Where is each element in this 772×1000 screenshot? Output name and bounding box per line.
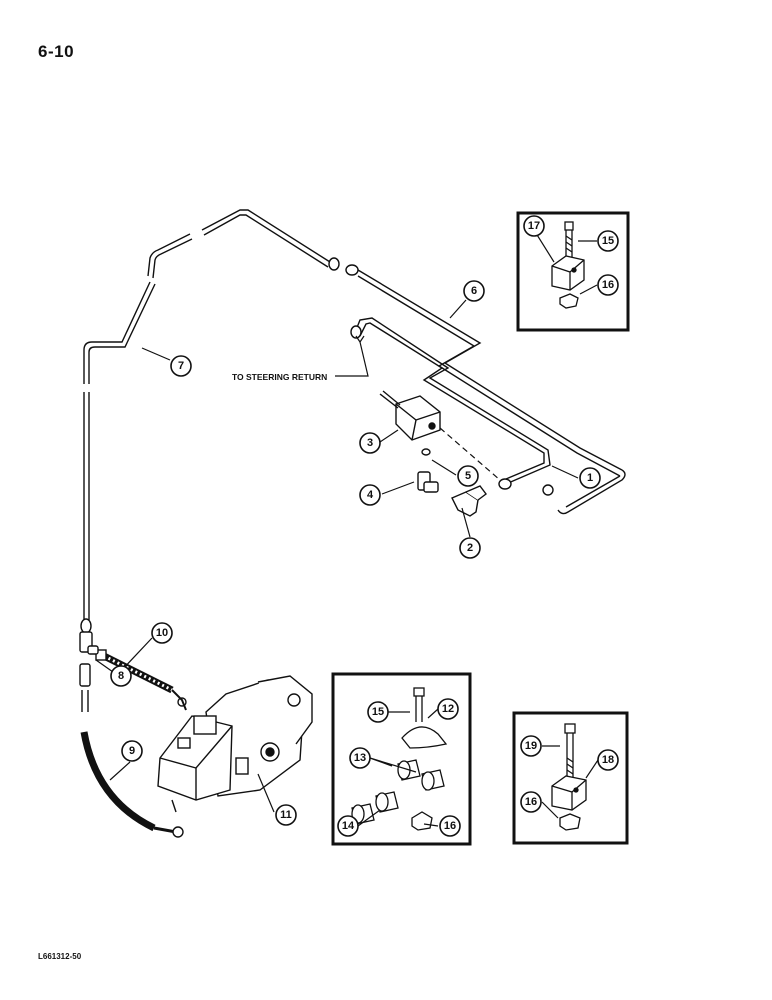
o-ring-seal <box>421 448 431 456</box>
callout-17: 17 <box>523 215 545 237</box>
callout-8: 8 <box>110 665 132 687</box>
svg-text:15: 15 <box>372 706 384 718</box>
figure-code: L661312-50 <box>38 952 82 961</box>
callout-11: 11 <box>275 804 297 826</box>
tube-6-end-nut <box>542 484 554 496</box>
elbow-fitting-2 <box>451 485 487 517</box>
svg-text:18: 18 <box>602 754 614 766</box>
svg-text:16: 16 <box>525 796 537 808</box>
callout-6: 6 <box>463 280 485 302</box>
callout-9: 9 <box>121 740 143 762</box>
svg-text:7: 7 <box>178 360 184 372</box>
steering-return-leader <box>335 341 369 377</box>
tube-1-end-nut <box>498 478 512 490</box>
callout-1: 1 <box>579 467 601 489</box>
callout-3: 3 <box>359 432 381 454</box>
callout-12: 12 <box>437 698 459 720</box>
svg-text:9: 9 <box>129 745 135 757</box>
callout-15-bracket: 15 <box>597 230 619 252</box>
callout-19: 19 <box>520 735 542 757</box>
callout-5: 5 <box>457 465 479 487</box>
tube-1 <box>355 317 551 485</box>
svg-text:13: 13 <box>354 752 366 764</box>
callout-4: 4 <box>359 484 381 506</box>
hydraulic-pump <box>157 675 313 813</box>
svg-text:2: 2 <box>467 542 473 554</box>
svg-text:5: 5 <box>465 470 471 482</box>
tee-fitting-8 <box>79 631 99 712</box>
callout-18: 18 <box>597 749 619 771</box>
relief-valve <box>379 390 441 441</box>
steering-return-label: TO STEERING RETURN <box>232 372 327 382</box>
callout-10: 10 <box>151 622 173 644</box>
svg-text:12: 12 <box>442 703 454 715</box>
tube-7-nut <box>328 257 340 271</box>
svg-text:1: 1 <box>587 472 593 484</box>
callout-16-lower-bracket: 16 <box>520 791 542 813</box>
hose-10 <box>95 649 187 711</box>
svg-text:8: 8 <box>118 670 124 682</box>
inset-bracket-bottom <box>512 711 629 845</box>
svg-text:16: 16 <box>444 820 456 832</box>
svg-text:19: 19 <box>525 740 537 752</box>
svg-text:11: 11 <box>280 809 292 821</box>
tube-7-fitting <box>80 618 92 634</box>
callout-16-clamp: 16 <box>439 815 461 837</box>
hose-9 <box>80 731 184 838</box>
svg-text:15: 15 <box>602 235 614 247</box>
leader-lines <box>95 229 599 827</box>
svg-text:6: 6 <box>471 285 477 297</box>
svg-text:10: 10 <box>156 627 168 639</box>
tube-1-nut <box>350 325 362 339</box>
tube-6-nut <box>345 264 359 276</box>
valve-alignment-line <box>439 427 501 481</box>
callout-2: 2 <box>459 537 481 559</box>
svg-text:14: 14 <box>342 820 355 832</box>
svg-text:17: 17 <box>528 220 540 232</box>
callout-13: 13 <box>349 747 371 769</box>
svg-text:4: 4 <box>367 489 374 501</box>
callout-14: 14 <box>337 815 359 837</box>
page-number: 6-10 <box>38 42 75 61</box>
tube-7 <box>83 209 331 620</box>
callout-15-clamp: 15 <box>367 701 389 723</box>
callout-16-bracket: 16 <box>597 274 619 296</box>
svg-text:3: 3 <box>367 437 373 449</box>
elbow-fitting-4 <box>417 471 439 493</box>
callout-7: 7 <box>170 355 192 377</box>
svg-text:16: 16 <box>602 279 614 291</box>
